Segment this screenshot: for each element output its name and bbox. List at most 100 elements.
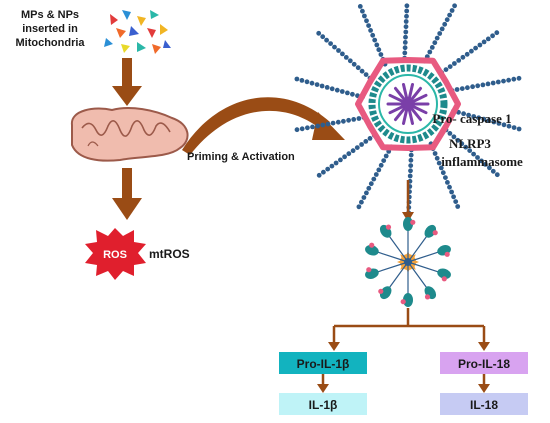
inflammasome-bead: [451, 134, 457, 140]
procaspase-label: Pro- caspase 1: [432, 111, 511, 126]
inflammasome-bead: [366, 185, 372, 191]
inflammasome-bead: [434, 35, 440, 41]
inflammasome-bead: [475, 83, 481, 89]
nlrp3-label: NLRP3: [449, 136, 491, 151]
inflammasome-bead: [442, 21, 448, 27]
arrow-inflammasome-to-caspase: [402, 180, 414, 222]
complex-linker: [407, 251, 439, 263]
inflammasome-bead: [356, 204, 362, 210]
inflammasome-bead: [403, 24, 409, 30]
inflammasome-bead: [408, 152, 414, 158]
complex-dot: [366, 267, 372, 273]
inflammasome-bead: [370, 32, 376, 38]
inflammasome-bead: [330, 120, 336, 126]
complex-lobe: [437, 268, 451, 279]
inflammasome-bead: [378, 52, 384, 57]
inflammasome-bead: [451, 194, 456, 200]
inflammasome-bead: [321, 169, 326, 175]
complex-lobe: [437, 245, 451, 256]
inflammasome-bead: [335, 119, 341, 125]
complex-dot: [378, 288, 384, 294]
particles-label-line2: inserted in: [22, 23, 78, 35]
inflammasome-bead: [366, 23, 371, 28]
inflammasome-bead: [459, 141, 465, 147]
inflammasome-bead: [480, 82, 486, 88]
inflammasome-bead: [447, 64, 453, 69]
inflammasome-bead: [309, 80, 315, 86]
arrow-pro-il18-to-il18: [478, 374, 490, 393]
complex-dot: [385, 224, 392, 230]
inflammasome-bead: [376, 47, 382, 53]
inflammasome-bead: [444, 17, 450, 23]
inflammasome-bead: [506, 77, 511, 83]
inflammasome-bead: [481, 116, 487, 122]
complex-dot: [400, 299, 406, 305]
complex-lobe: [379, 286, 392, 300]
inflammasome-bead: [356, 116, 362, 121]
pro-il1b-box: Pro-IL-1β: [279, 352, 367, 374]
complex-dot: [441, 276, 447, 282]
mitochondrion: [70, 107, 189, 162]
inflammasome-bead: [477, 42, 483, 48]
inflammasome-bead: [403, 19, 409, 24]
inflammasome-bead: [402, 50, 408, 56]
inflammasome-bead: [501, 78, 506, 84]
arrow-pro-il1b-to-il1b: [317, 374, 329, 393]
inflammasome-bead: [404, 13, 409, 19]
priming-activation-label: Priming & Activation: [187, 151, 295, 163]
inflammasome-bead: [453, 199, 459, 205]
inflammasome-bead: [437, 31, 443, 36]
inflammasome-bead: [440, 170, 446, 176]
inflammasome-bead: [315, 123, 321, 129]
inflammasome-bead: [324, 37, 329, 43]
inflammasome-bead: [402, 40, 408, 45]
inflammasome-bead: [479, 158, 484, 164]
inflammasome-bead: [445, 180, 450, 185]
complex-linker: [407, 235, 428, 263]
mtros-label: mtROS: [149, 247, 190, 261]
inflammasome-bead: [354, 145, 360, 151]
inflammasome-bead: [481, 39, 487, 45]
inflammasome-bead: [364, 190, 369, 196]
inflammasome-bead: [465, 85, 470, 91]
inflammasome-bead: [459, 86, 465, 91]
inflammasome-bead: [443, 175, 448, 181]
complex-lobe: [424, 224, 437, 238]
inflammasome-bead: [333, 160, 339, 166]
inflammasome-bead: [490, 168, 496, 174]
inflammasome-bead: [345, 90, 350, 96]
inflammasome-bead: [511, 125, 517, 130]
inflammasome-bead: [359, 142, 364, 147]
complex-lobe: [424, 286, 437, 300]
inflammasome-bead: [404, 8, 410, 14]
inflammasome-bead: [373, 172, 379, 177]
inflammasome-bead: [494, 30, 500, 36]
particles-label-line3: Mitochondria: [15, 37, 85, 49]
inflammasome-bead: [511, 76, 517, 82]
il18-box: IL-18: [440, 393, 528, 415]
arrow-priming-activation: [182, 97, 345, 155]
inflammasome-bead: [351, 117, 357, 122]
inflammasome-bead: [506, 123, 512, 129]
branch-arrows: [328, 308, 490, 351]
inflammasome-bead: [299, 78, 305, 83]
inflammasome-bead: [368, 28, 373, 33]
active-caspase-complex: [365, 217, 451, 307]
inflammasome-bead: [359, 199, 364, 205]
inflammasome-bead: [325, 121, 331, 127]
inflammasome-bead: [495, 79, 501, 85]
inflammasome-bead: [427, 49, 433, 55]
inflammasome-bead: [346, 117, 351, 123]
inflammasome-bead: [316, 172, 322, 178]
particles-label: MPs & NPs inserted in Mitochondria: [15, 9, 85, 49]
inflammasome-bead: [447, 12, 452, 18]
inflammasome-bead: [383, 153, 389, 159]
inflammasome-bead: [381, 158, 387, 164]
inflammasome-bead: [408, 157, 414, 163]
inflammasome-bead: [363, 139, 369, 144]
inflammasome-bead: [452, 61, 457, 66]
inflammasome-bead: [456, 58, 462, 63]
inflammasome-bead: [362, 13, 367, 19]
inflammasome-bead: [466, 112, 471, 118]
inflammasome-bead: [476, 115, 482, 121]
